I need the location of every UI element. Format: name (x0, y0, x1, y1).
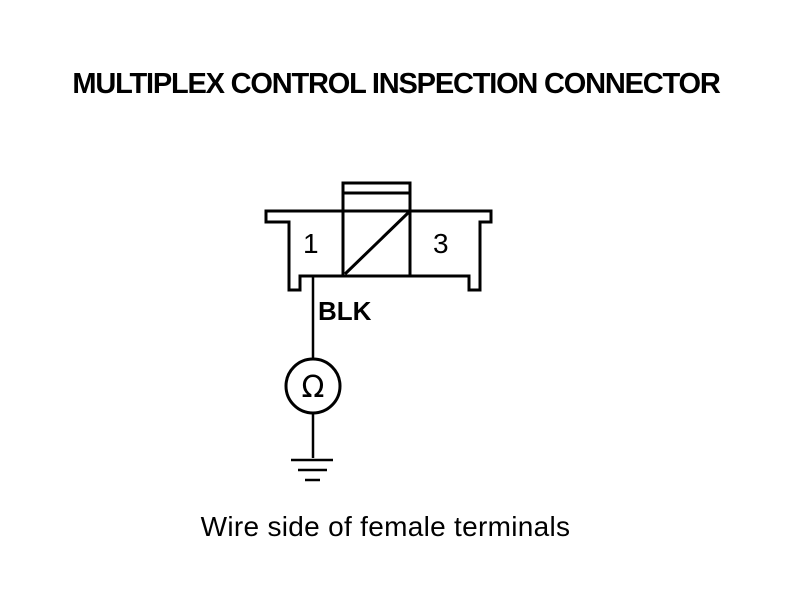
ohmmeter-icon: Ω (284, 357, 342, 415)
blocked-cavity-slash (343, 210, 411, 276)
pin-3-label: 3 (433, 228, 449, 259)
connector-outline (264, 209, 493, 292)
wire-color-label: BLK (318, 296, 372, 326)
connector-body (264, 181, 493, 292)
blocked-cavity (341, 209, 412, 278)
ohm-symbol: Ω (302, 370, 325, 405)
ground-icon (291, 458, 333, 482)
pin-1-label: 1 (303, 228, 319, 259)
connector-latch (341, 181, 412, 213)
diagram-caption: Wire side of female terminals (200, 511, 571, 542)
diagram-title: MULTIPLEX CONTROL INSPECTION CONNECTOR (72, 68, 720, 100)
